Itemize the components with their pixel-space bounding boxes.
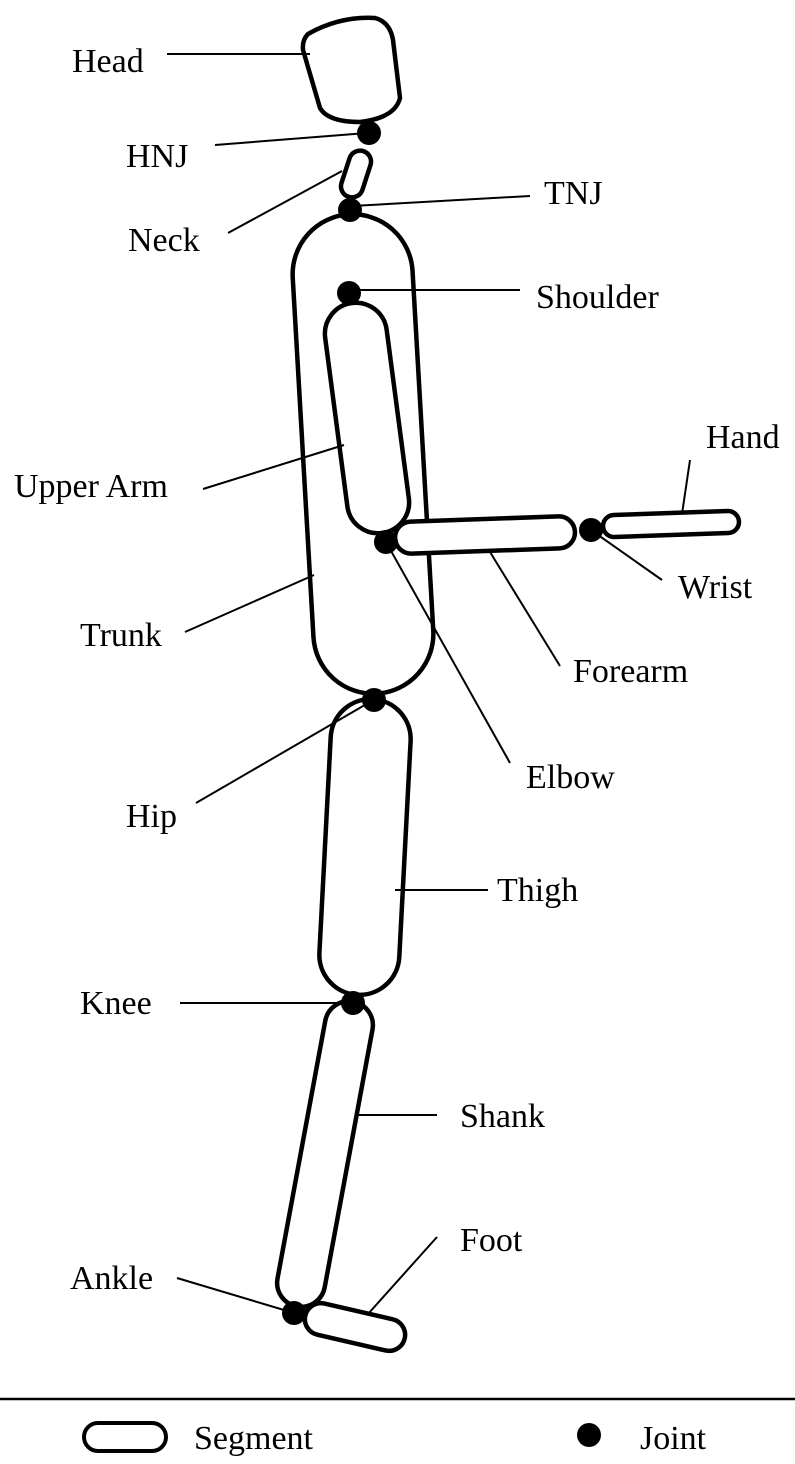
label-elbow: Elbow: [526, 759, 615, 796]
label-shank: Shank: [460, 1098, 545, 1135]
forearm-segment: [394, 516, 575, 554]
tnj-leader: [352, 196, 530, 206]
foot-leader: [368, 1237, 437, 1314]
hand-segment: [603, 511, 740, 538]
hip-joint: [362, 688, 386, 712]
foot-segment: [302, 1300, 409, 1354]
neck-segment: [338, 148, 374, 200]
label-neck: Neck: [128, 222, 200, 259]
legend: Segment Joint: [84, 1420, 707, 1457]
legend-joint-label: Joint: [640, 1420, 707, 1457]
label-ankle: Ankle: [70, 1260, 153, 1297]
label-trunk: Trunk: [80, 617, 162, 654]
trunk-leader: [185, 575, 314, 632]
label-forearm: Forearm: [573, 653, 688, 690]
shoulder-joint: [337, 281, 361, 305]
label-hip: Hip: [126, 798, 177, 835]
tnj-joint: [338, 198, 362, 222]
label-hnj: HNJ: [126, 138, 188, 175]
label-head: Head: [72, 43, 144, 80]
shank-segment: [273, 997, 377, 1311]
label-wrist: Wrist: [678, 569, 753, 606]
legend-segment-label: Segment: [194, 1420, 314, 1457]
hnj-leader: [215, 133, 367, 145]
label-foot: Foot: [460, 1222, 523, 1259]
legend-joint-swatch: [577, 1423, 601, 1447]
label-knee: Knee: [80, 985, 152, 1022]
label-thigh: Thigh: [497, 872, 578, 909]
label-upper-arm: Upper Arm: [14, 468, 168, 505]
label-tnj: TNJ: [544, 175, 603, 212]
head-segment: [303, 18, 400, 122]
thigh-segment: [317, 697, 412, 997]
label-hand: Hand: [706, 419, 780, 456]
label-shoulder: Shoulder: [536, 279, 659, 316]
legend-segment-swatch: [84, 1423, 166, 1451]
forearm-leader: [490, 552, 560, 666]
hand-leader: [682, 460, 690, 514]
